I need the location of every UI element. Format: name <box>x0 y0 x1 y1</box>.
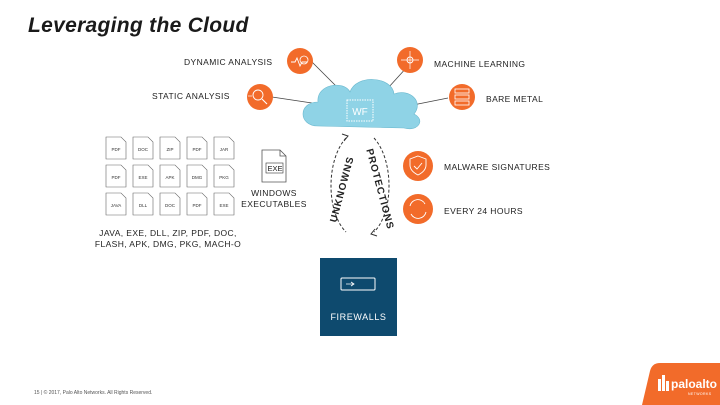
file-tile-label: PKG <box>219 175 229 180</box>
logo-text: paloalto <box>671 377 717 391</box>
firewall-appliance <box>320 258 397 336</box>
icon-every-24-hours <box>403 194 433 224</box>
file-tile-label: DMG <box>192 175 203 180</box>
file-tile-icon <box>159 164 181 188</box>
file-tile: JAR <box>213 136 235 160</box>
file-tile: PKG <box>213 164 235 188</box>
file-tile-icon <box>213 164 235 188</box>
file-tile-label: JAVA <box>111 203 122 208</box>
cycle-arrows: UNKNOWNS PROTECTIONS <box>328 133 395 237</box>
label-every-24-hours: EVERY 24 HOURS <box>444 206 523 216</box>
file-tile-label: EXE <box>219 203 228 208</box>
wf-badge-text: WF <box>352 107 368 118</box>
label-windows-line1: WINDOWS <box>251 188 297 198</box>
label-windows-line2: EXECUTABLES <box>241 199 307 209</box>
file-tile: DLL <box>132 192 154 216</box>
logo-mark-icon <box>658 375 669 391</box>
file-tile-label: DOC <box>138 147 149 152</box>
file-tile-label: PDF <box>193 147 202 152</box>
label-machine-learning: MACHINE LEARNING <box>434 59 526 69</box>
exe-badge-text: EXE <box>267 164 282 173</box>
file-tile: PDF <box>186 136 208 160</box>
file-tile-icon <box>186 136 208 160</box>
line-static <box>271 96 313 104</box>
logo-subtext: NETWORKS <box>688 392 712 396</box>
label-file-types: JAVA, EXE, DLL, ZIP, PDF, DOC, FLASH, AP… <box>94 228 242 250</box>
file-tile-icon <box>105 136 127 160</box>
label-file-types-line2: FLASH, APK, DMG, PKG, MACH-O <box>94 239 242 249</box>
label-file-types-line1: JAVA, EXE, DLL, ZIP, PDF, DOC, <box>99 228 237 238</box>
icon-malware-signatures <box>403 151 433 181</box>
logo-background <box>642 363 720 405</box>
icon-static-analysis <box>247 84 273 110</box>
file-tiles: PDF DOC ZIP PDF JAR PDF EXE APK DMG PKG JAVA DLL DOC… <box>105 136 235 216</box>
file-tile: PDF <box>105 136 127 160</box>
file-tile-icon <box>132 192 154 216</box>
file-tile-icon <box>159 192 181 216</box>
file-tile-label: PDF <box>112 175 121 180</box>
file-tile: PDF <box>186 192 208 216</box>
icon-machine-learning <box>397 47 423 73</box>
file-tile-icon <box>213 192 235 216</box>
file-tile-icon <box>213 136 235 160</box>
file-tile-label: ZIP <box>166 147 173 152</box>
file-tile: PDF <box>105 164 127 188</box>
file-tile: DOC <box>159 192 181 216</box>
file-tile-label: PDF <box>112 147 121 152</box>
file-tile-label: DLL <box>139 203 148 208</box>
line-dynamic <box>311 61 339 89</box>
label-dynamic-analysis: DYNAMIC ANALYSIS <box>184 57 273 67</box>
file-tile: EXE <box>213 192 235 216</box>
label-static-analysis: STATIC ANALYSIS <box>152 91 230 101</box>
file-tile: DOC <box>132 136 154 160</box>
wf-badge-box <box>346 99 374 122</box>
footer-copyright: 15 | © 2017, Palo Alto Networks. All Rig… <box>34 390 153 396</box>
file-tile-label: EXE <box>138 175 147 180</box>
file-tile-icon <box>186 164 208 188</box>
file-tile: ZIP <box>159 136 181 160</box>
file-tile-icon <box>105 164 127 188</box>
file-tile: JAVA <box>105 192 127 216</box>
label-windows-executables: WINDOWS EXECUTABLES <box>238 188 310 210</box>
protections-label: PROTECTIONS <box>363 148 395 231</box>
file-tile-icon <box>159 136 181 160</box>
firewall-device-icon <box>340 277 376 291</box>
file-tile: EXE <box>132 164 154 188</box>
arrow-up-head <box>341 133 349 142</box>
file-tile-label: JAR <box>220 147 229 152</box>
file-tile-label: DOC <box>165 203 176 208</box>
label-firewalls: FIREWALLS <box>330 312 387 322</box>
file-tile-label: PDF <box>193 203 202 208</box>
label-malware-signatures: MALWARE SIGNATURES <box>444 162 551 172</box>
label-bare-metal: BARE METAL <box>486 94 544 104</box>
file-tile-icon <box>132 136 154 160</box>
exe-file-icon: EXE <box>261 149 287 183</box>
file-tile: DMG <box>186 164 208 188</box>
icon-bare-metal <box>449 84 475 110</box>
file-tile-label: APK <box>165 175 174 180</box>
firewall-box <box>320 258 397 336</box>
file-tile-icon <box>186 192 208 216</box>
arrow-down-head <box>370 228 378 237</box>
wildfire-cloud: WF <box>302 79 421 130</box>
paloalto-logo: paloalto NETWORKS <box>642 363 720 405</box>
file-tile-icon <box>132 164 154 188</box>
file-tile-icon <box>105 192 127 216</box>
file-tile: APK <box>159 164 181 188</box>
slide-title: Leveraging the Cloud <box>28 14 249 37</box>
icon-dynamic-analysis <box>287 48 313 74</box>
